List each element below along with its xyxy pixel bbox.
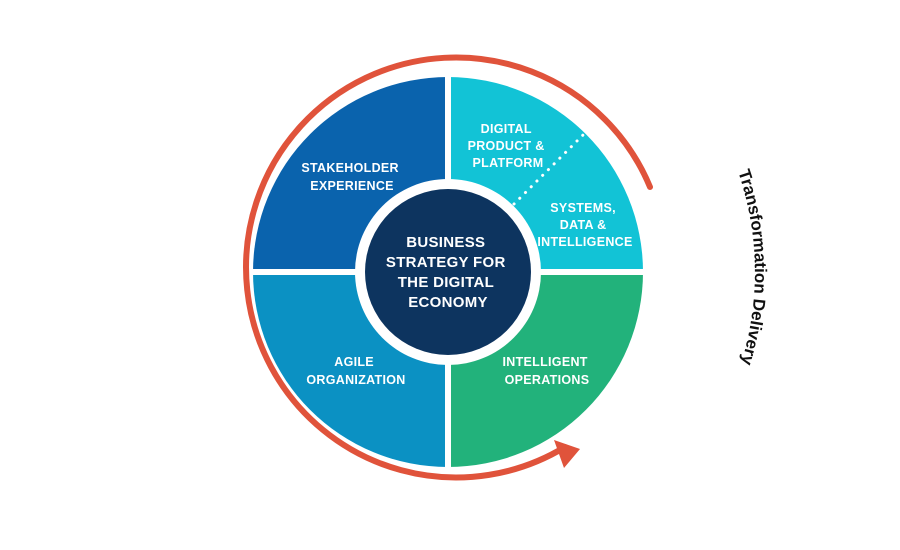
transformation-delivery-label: Transformation Delivery xyxy=(734,167,770,368)
transformation-arrow-arc xyxy=(243,54,653,481)
stakeholder-experience-label: STAKEHOLDER EXPERIENCE xyxy=(301,161,402,193)
systems-data-intelligence-label: SYSTEMS, DATA & INTELLIGENCE xyxy=(537,201,632,249)
dotted-divider xyxy=(512,133,585,206)
digital-product-platform-label: DIGITAL PRODUCT & PLATFORM xyxy=(468,122,549,170)
intelligent-operations-label: INTELLIGENT OPERATIONS xyxy=(502,355,591,387)
arrow-head-icon xyxy=(554,440,580,468)
agile-organization-label: AGILE ORGANIZATION xyxy=(306,355,405,387)
center-strategy-label: BUSINESS STRATEGY FOR THE DIGITAL ECONOM… xyxy=(386,234,510,311)
center-circle xyxy=(365,189,531,355)
